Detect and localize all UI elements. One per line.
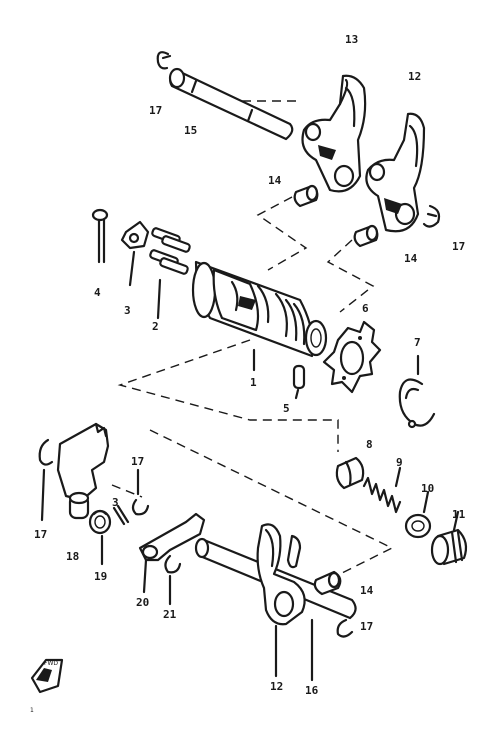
callout-17-lower-right: 17 [360, 620, 373, 633]
stopper-plate-3 [120, 220, 150, 287]
circlip-upper-left [156, 51, 172, 70]
callout-9: 9 [396, 456, 403, 469]
callout-7: 7 [414, 336, 421, 349]
circlip-17-lower-right [336, 618, 354, 638]
callout-19: 19 [94, 570, 107, 583]
spring-9 [362, 466, 402, 514]
shift-lever-20 [138, 512, 206, 594]
plunger-6 [335, 456, 365, 490]
dowel-pins-2 [149, 227, 191, 320]
callout-18: 18 [66, 550, 79, 563]
callout-2: 2 [152, 320, 159, 333]
circlip-7 [398, 354, 436, 429]
guide-pin-14-upper [256, 196, 308, 271]
callout-21: 21 [163, 608, 177, 621]
callout-17-right: 17 [452, 240, 465, 253]
callout-15: 15 [184, 124, 197, 137]
circlip-fork-right [422, 204, 441, 228]
guide-drum-to-spring [117, 339, 339, 452]
guide-pin-14-right [326, 239, 375, 313]
guide-pin-14-c [313, 570, 342, 596]
callout-4: 4 [94, 286, 101, 299]
callout-13: 13 [345, 33, 358, 46]
circlip-21 [164, 554, 182, 606]
callout-12-lower: 12 [270, 680, 283, 693]
neutral-plug-11 [430, 510, 468, 566]
shift-cam-8 [322, 320, 382, 394]
callout-3-lower: 3 [112, 496, 119, 509]
washer-10 [404, 490, 432, 539]
callout-3: 3 [124, 304, 131, 317]
assembly-guide-lines [111, 100, 394, 574]
callout-10: 10 [421, 482, 434, 495]
shift-fork-13 [301, 74, 367, 193]
callout-20: 20 [136, 596, 149, 609]
callout-14-lower: 14 [360, 584, 374, 597]
circlip-17-center [131, 468, 150, 516]
fork-shaft-upper [168, 67, 294, 141]
callout-16: 16 [305, 684, 319, 697]
circlip-17-left [38, 438, 54, 522]
forward-arrow-badge: FWD [30, 658, 64, 694]
corner-mark: 1 [30, 707, 34, 714]
callout-8: 8 [366, 438, 373, 451]
callout-17-left: 17 [34, 528, 47, 541]
return-spring-19 [88, 509, 112, 566]
callout-12-upper: 12 [408, 70, 421, 83]
callout-14-upper: 14 [268, 174, 282, 187]
guide-pin-14-b [353, 224, 379, 248]
pin-3-lower [112, 504, 130, 526]
shift-drum-1 [191, 260, 328, 372]
callout-1: 1 [250, 376, 257, 389]
guide-segment-clip [111, 484, 143, 498]
guide-drum-to-lower [149, 429, 394, 574]
callout-14-right: 14 [404, 252, 418, 265]
shift-arm-18 [56, 422, 110, 520]
callout-6: 6 [362, 302, 369, 315]
callout-17-center: 17 [131, 455, 144, 468]
callout-11: 11 [452, 508, 466, 521]
callout-labels: 13 12 17 15 14 14 17 4 3 2 1 6 5 7 8 9 1… [30, 33, 466, 714]
shift-fork-12-upper [365, 112, 426, 233]
shift-fork-12-lower [256, 523, 306, 678]
dowel-pin-5 [292, 364, 306, 400]
callout-17-upper-left: 17 [149, 104, 162, 117]
bolt-4 [91, 208, 109, 264]
badge-text: FWD [44, 660, 58, 667]
callout-5: 5 [283, 402, 290, 415]
guide-pin-14-a [293, 184, 319, 208]
